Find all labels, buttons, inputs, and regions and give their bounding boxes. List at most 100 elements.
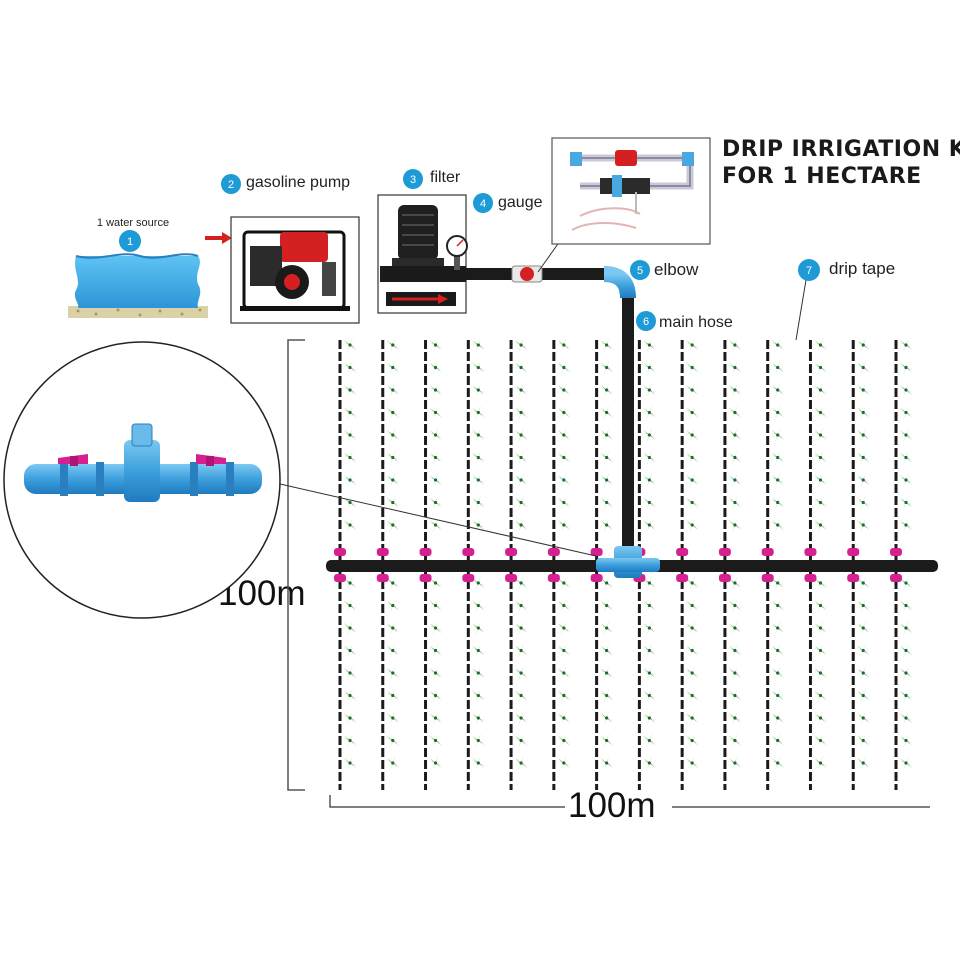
plant-icon [770,495,786,511]
plant-icon [812,382,828,398]
plant-icon [470,495,486,511]
plant-icon [342,598,358,614]
plant-icon [599,598,615,614]
plant-icon [385,472,401,488]
plant-icon [385,450,401,466]
plant-icon [770,360,786,376]
badge-4: 4 [473,193,493,213]
plant-icon [855,688,871,704]
plant-icon [385,427,401,443]
plant-icon [727,427,743,443]
plant-icon [727,733,743,749]
plant-icon [556,688,572,704]
plant-icon [342,620,358,636]
tape-connector [719,574,731,582]
plant-icon [428,337,444,353]
valve-leader-line [538,241,560,272]
plant-icon [727,337,743,353]
tape-connector [420,548,432,556]
badge-7: 7 [798,259,820,281]
plant-icon [727,643,743,659]
plant-icon [599,755,615,771]
plant-icon [770,620,786,636]
plant-icon [556,405,572,421]
elbow: elbow [604,260,699,298]
height-dimension-bracket [288,340,305,790]
tee-connector-icon [596,546,660,578]
plant-icon [641,688,657,704]
plant-icon [727,382,743,398]
plant-icon [898,450,914,466]
plant-icon [342,427,358,443]
plant-icon [770,405,786,421]
plant-icon [855,427,871,443]
zoom-leader-line [280,484,596,556]
plant-icon [342,665,358,681]
plant-icon [470,427,486,443]
plant-icon [556,427,572,443]
plant-icon [855,710,871,726]
plant-icon [898,643,914,659]
plant-icon [641,755,657,771]
plant-icon [556,710,572,726]
tape-connector [377,548,389,556]
plant-icon [385,688,401,704]
plant-icon [599,665,615,681]
plant-icon [428,450,444,466]
plant-icon [470,382,486,398]
plant-icon [812,620,828,636]
plant-icon [470,450,486,466]
plant-icon [684,643,700,659]
plant-icon [513,360,529,376]
plant-icon [770,665,786,681]
plant-icon [428,495,444,511]
badge-6: 6 [636,311,656,331]
plant-icon [470,472,486,488]
plant-icon [342,337,358,353]
plant-icon [342,710,358,726]
plant-icon [641,620,657,636]
main-hose-pipe [466,274,628,556]
plant-icon [385,733,401,749]
plant-icon [855,733,871,749]
badge-2: 2 [221,174,241,194]
elbow-label: elbow [654,260,699,279]
plant-icon [641,427,657,443]
plant-icon [428,427,444,443]
plant-icon [470,755,486,771]
plant-icon [770,598,786,614]
plant-icon [556,382,572,398]
plant-icon [385,360,401,376]
plant-icon [684,710,700,726]
plant-icon [599,733,615,749]
plant-icon [513,643,529,659]
plant-icon [770,643,786,659]
filter-label: filter [430,169,461,186]
plant-icon [470,360,486,376]
plant-icon [770,733,786,749]
plant-icon [855,643,871,659]
plant-icon [898,405,914,421]
main-hose-label: main hose [659,314,733,331]
plant-icon [599,360,615,376]
pump-label: gasoline pump [246,174,350,191]
plant-icon [428,472,444,488]
plant-icon [513,427,529,443]
plant-icon [770,755,786,771]
plant-icon [812,665,828,681]
plant-icon [342,517,358,533]
plant-icon [812,643,828,659]
plant-icon [470,688,486,704]
plant-icon [727,598,743,614]
tape-connector [462,574,474,582]
plant-icon [770,710,786,726]
plant-icon [812,405,828,421]
plant-icon [684,665,700,681]
plant-icon [641,643,657,659]
plant-icon [342,472,358,488]
svg-text:7: 7 [806,265,812,277]
plant-icon [599,450,615,466]
plant-icon [556,733,572,749]
svg-text:4: 4 [480,198,486,210]
badge-3: 3 [403,169,423,189]
